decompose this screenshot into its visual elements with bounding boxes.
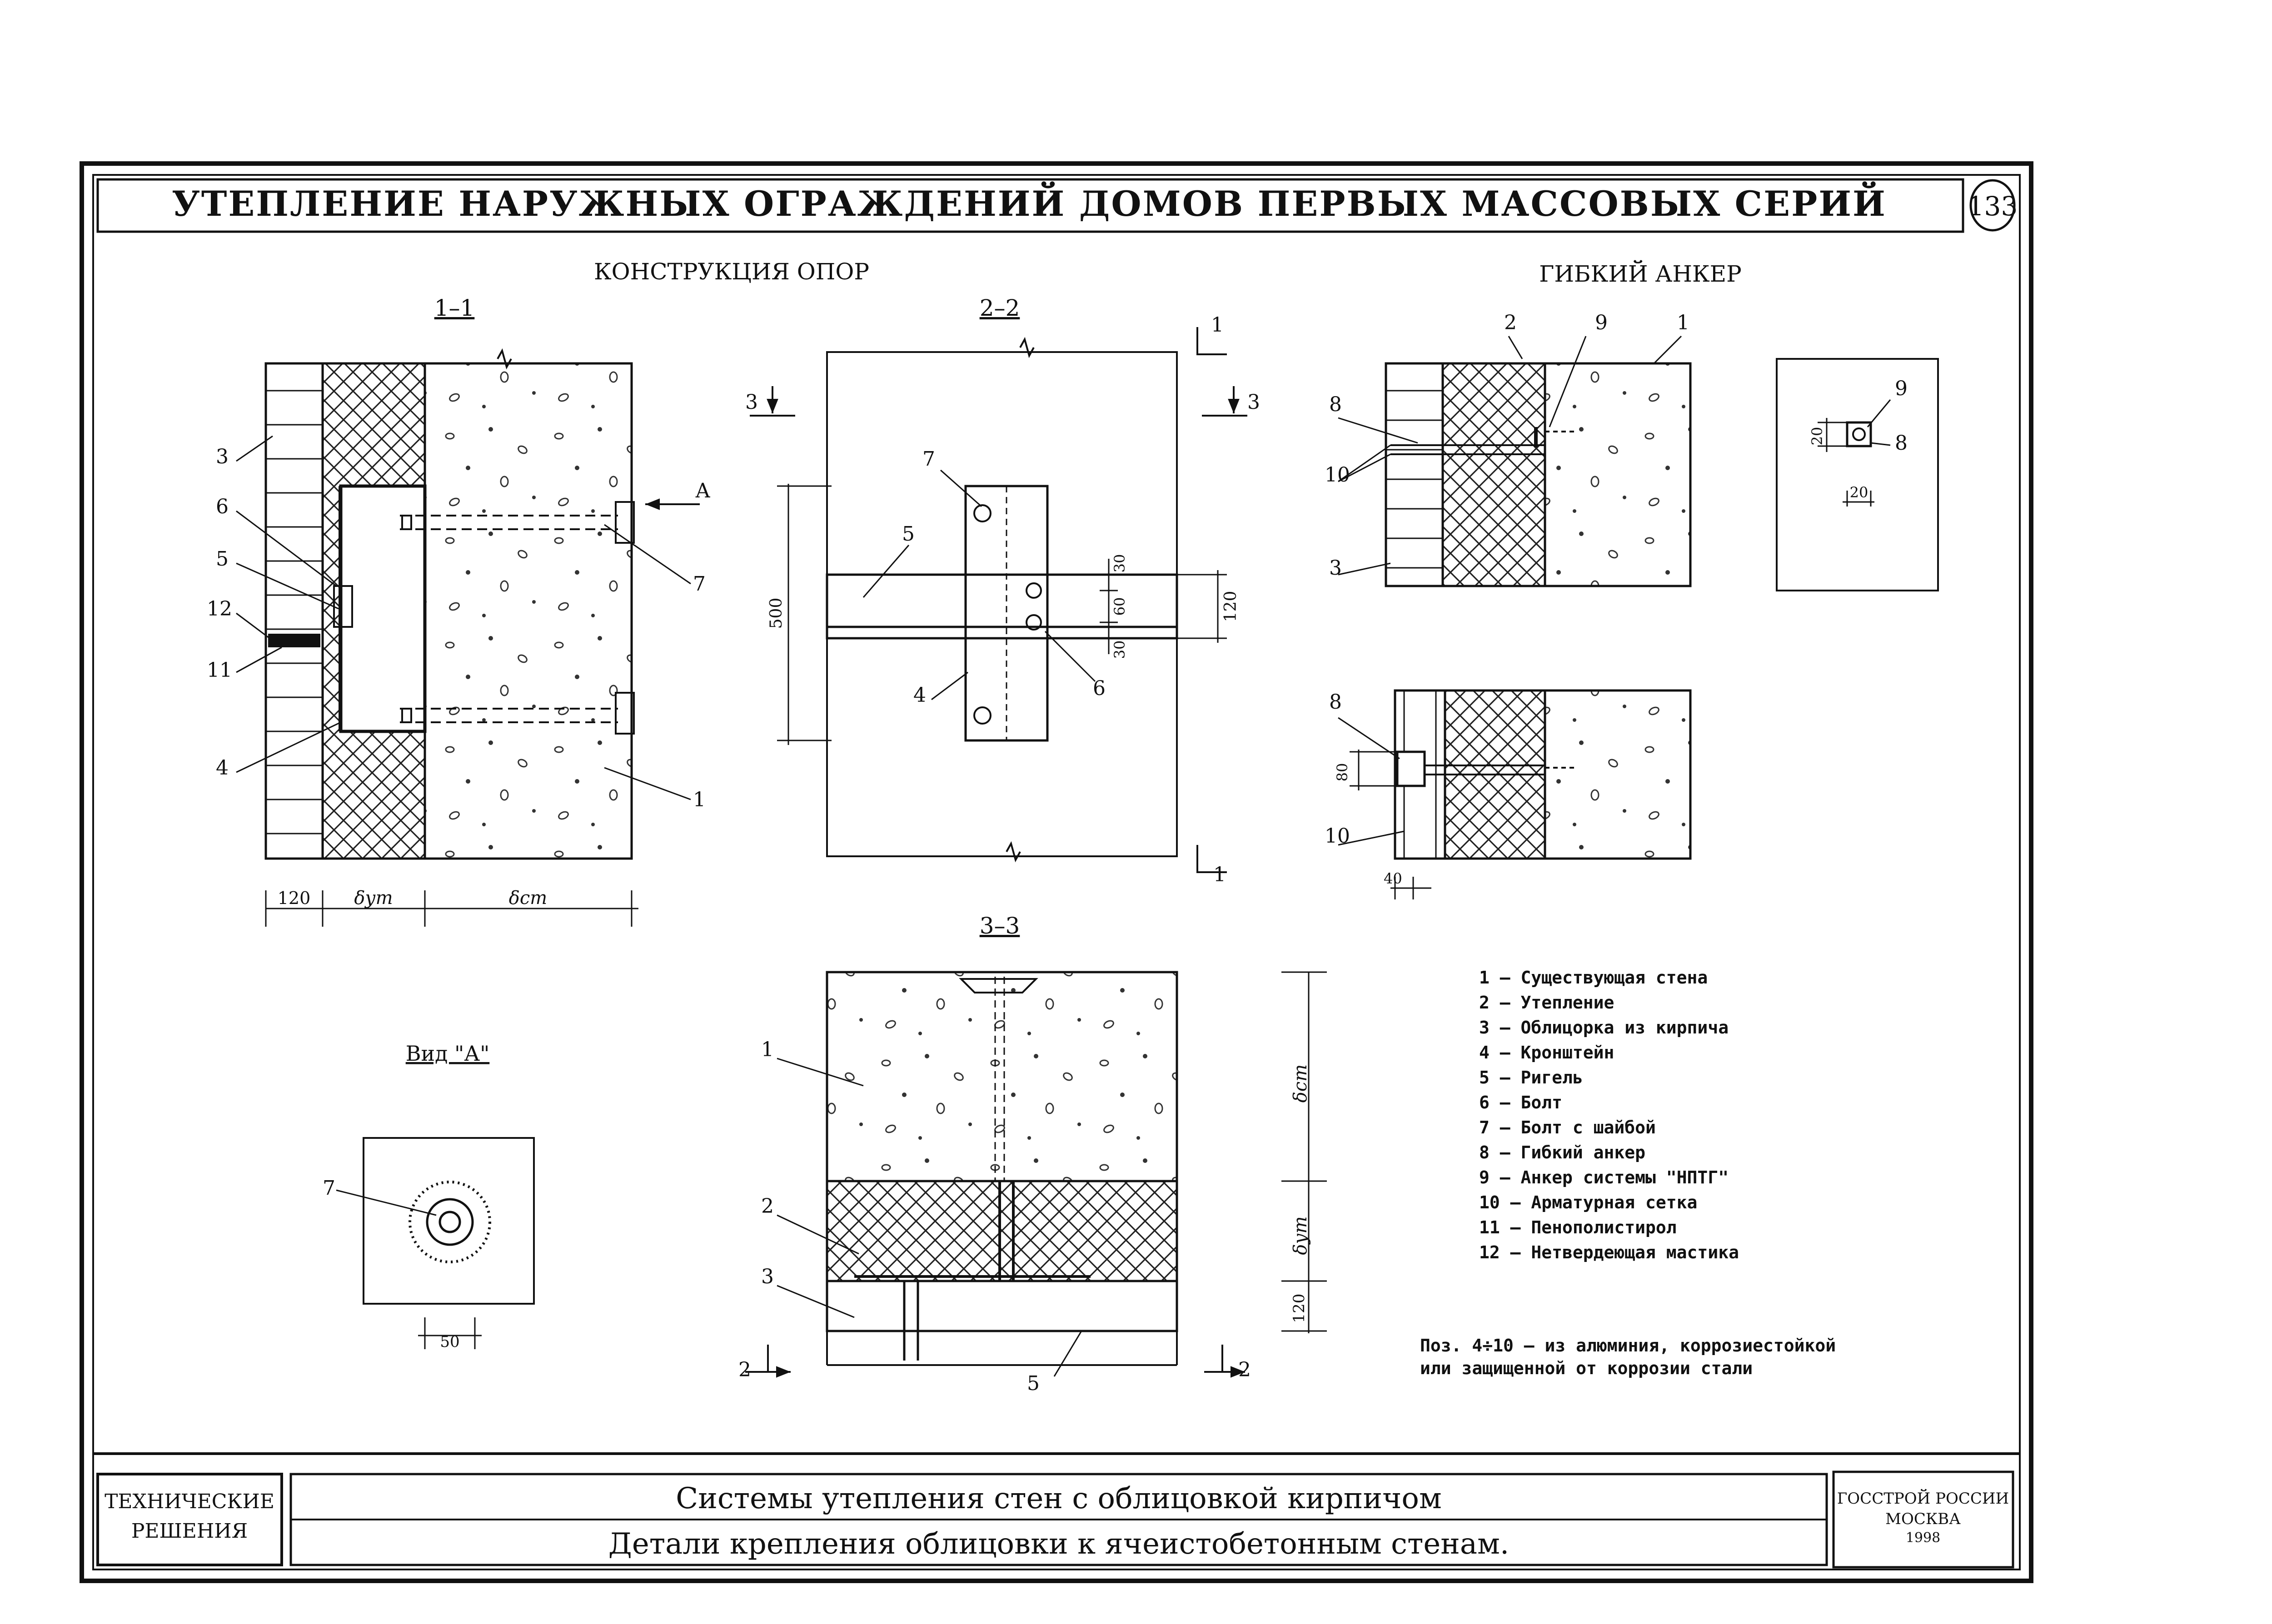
legend: 1 – Существующая стена 2 – Утепление 3 – О… xyxy=(1479,968,1739,1262)
note-line-1: Поз. 4÷10 – из алюминия, коррозиестойкой xyxy=(1420,1336,1836,1356)
anchor-title: ГИБКИЙ АНКЕР xyxy=(1539,259,1742,287)
s33-callout-1: 1 xyxy=(761,1038,774,1061)
sheet-number-circle xyxy=(1969,179,2016,232)
supports-title: КОНСТРУКЦИЯ ОПОР xyxy=(594,258,869,285)
legend-item: 1 – Существующая стена xyxy=(1479,968,1708,988)
detail-callout-9: 9 xyxy=(1895,377,1908,400)
legend-item: 8 – Гибкий анкер xyxy=(1479,1142,1645,1162)
callout-6-b: 6 xyxy=(1093,677,1106,700)
callout-3: 3 xyxy=(216,445,229,468)
cut-3-right: 3 xyxy=(1247,391,1260,414)
s33-dim-d-st: δст xyxy=(1290,1064,1311,1103)
footer-left-line1: ТЕХНИЧЕСКИЕ xyxy=(105,1490,274,1513)
legend-item: 3 – Облицорка из кирпича xyxy=(1479,1018,1729,1038)
section-1-1: 1–1 А 3 6 5 12 xyxy=(207,295,710,927)
dim-30-b: 30 xyxy=(1111,641,1128,659)
anchor-callout-9: 9 xyxy=(1595,311,1608,334)
legend-item: 6 – Болт xyxy=(1479,1093,1562,1112)
dim-500: 500 xyxy=(767,598,786,629)
callout-4: 4 xyxy=(216,756,229,780)
s33-callout-3: 3 xyxy=(761,1265,774,1288)
section-2-2-label: 2–2 xyxy=(980,295,1020,321)
sheet-number: 133 xyxy=(1968,191,2018,222)
s33-dim-d-ut: δут xyxy=(1290,1216,1311,1255)
dim-40: 40 xyxy=(1384,870,1402,887)
s33-callout-5: 5 xyxy=(1027,1372,1040,1395)
legend-item: 5 – Ригель xyxy=(1479,1068,1583,1088)
footer-left-line2: РЕШЕНИЯ xyxy=(131,1520,248,1543)
callout-11: 11 xyxy=(207,659,232,682)
dim-120-b: 120 xyxy=(1221,591,1240,622)
anchor-callout-8: 8 xyxy=(1329,393,1342,416)
section-3-3: 3–3 1 2 3 5 2 2 δст δут 120 xyxy=(738,913,1327,1395)
dim-60: 60 xyxy=(1111,597,1128,616)
legend-item: 4 – Кронштейн xyxy=(1479,1043,1614,1063)
legend-item: 10 – Арматурная сетка xyxy=(1479,1192,1697,1212)
dim-120: 120 xyxy=(278,888,311,908)
legend-item: 9 – Анкер системы "НПТГ" xyxy=(1479,1167,1729,1187)
s33-callout-2: 2 xyxy=(761,1195,774,1218)
flexible-anchor-detail: 20 20 9 8 xyxy=(1776,358,1939,591)
footer-year: 1998 xyxy=(1906,1530,1940,1546)
section-2-2: 2–2 1 1 3 3 500 120 30 60 30 7 xyxy=(745,295,1260,886)
anchor-callout-3: 3 xyxy=(1329,556,1342,580)
callout-1: 1 xyxy=(693,788,706,811)
callout-5-b: 5 xyxy=(902,522,915,546)
callout-5: 5 xyxy=(216,547,229,571)
anchor-bottom-callout-8: 8 xyxy=(1329,690,1342,714)
note-line-2: или защищенной от коррозии стали xyxy=(1420,1358,1753,1378)
anchor-callout-10: 10 xyxy=(1325,463,1350,487)
legend-item: 12 – Нетвердеющая мастика xyxy=(1479,1242,1739,1262)
anchor-callout-2: 2 xyxy=(1504,311,1517,334)
anchor-bottom-callout-10: 10 xyxy=(1325,824,1350,848)
cut-3-left: 3 xyxy=(745,391,758,414)
callout-7-b: 7 xyxy=(922,447,935,471)
legend-item: 2 – Утепление xyxy=(1479,993,1614,1013)
cut-1-top: 1 xyxy=(1211,313,1224,337)
section-1-1-label: 1–1 xyxy=(434,295,475,321)
view-a-callout-7: 7 xyxy=(323,1177,335,1200)
legend-item: 7 – Болт с шайбой xyxy=(1479,1117,1656,1137)
s33-dim-120: 120 xyxy=(1290,1294,1308,1323)
dim-50: 50 xyxy=(440,1333,459,1351)
title-block xyxy=(93,1452,2020,1569)
anchor-callout-1: 1 xyxy=(1677,311,1689,334)
dim-30-a: 30 xyxy=(1111,554,1128,573)
legend-item: 11 – Пенополистирол xyxy=(1479,1217,1677,1237)
footer-org-1: ГОССТРОЙ РОССИИ xyxy=(1837,1489,2009,1508)
s33-cut-2-left: 2 xyxy=(738,1358,751,1381)
callout-7: 7 xyxy=(693,572,706,596)
flexible-anchor-top: 2 9 1 8 10 3 xyxy=(1325,311,1692,587)
callout-12: 12 xyxy=(207,597,232,621)
detail-callout-8: 8 xyxy=(1895,432,1908,455)
dim-d-st: δст xyxy=(509,888,547,909)
s33-cut-2-right: 2 xyxy=(1238,1358,1251,1381)
dim-20-a: 20 xyxy=(1809,427,1826,446)
arrow-a-label: А xyxy=(695,479,710,502)
cut-1-bottom: 1 xyxy=(1213,863,1226,886)
dim-80: 80 xyxy=(1334,763,1351,782)
view-a: Вид "А" 7 50 xyxy=(323,1041,535,1351)
dim-20-b: 20 xyxy=(1850,484,1868,501)
flexible-anchor-bottom: 8 10 80 40 xyxy=(1325,689,1692,899)
dim-d-ut: δут xyxy=(354,888,393,909)
footer-title-1: Системы утепления стен с облицовкой кирп… xyxy=(676,1482,1441,1515)
callout-6: 6 xyxy=(216,495,229,518)
sheet-title: УТЕПЛЕНИЕ НАРУЖНЫХ ОГРАЖДЕНИЙ ДОМОВ ПЕРВ… xyxy=(172,181,1887,224)
section-3-3-label: 3–3 xyxy=(980,913,1020,939)
footer-title-2: Детали крепления облицовки к ячеистобето… xyxy=(608,1527,1509,1561)
view-a-label: Вид "А" xyxy=(406,1041,490,1066)
sheet-frame xyxy=(80,161,2033,1583)
callout-4-b: 4 xyxy=(913,684,926,707)
footer-org-2: МОСКВА xyxy=(1885,1510,1961,1528)
